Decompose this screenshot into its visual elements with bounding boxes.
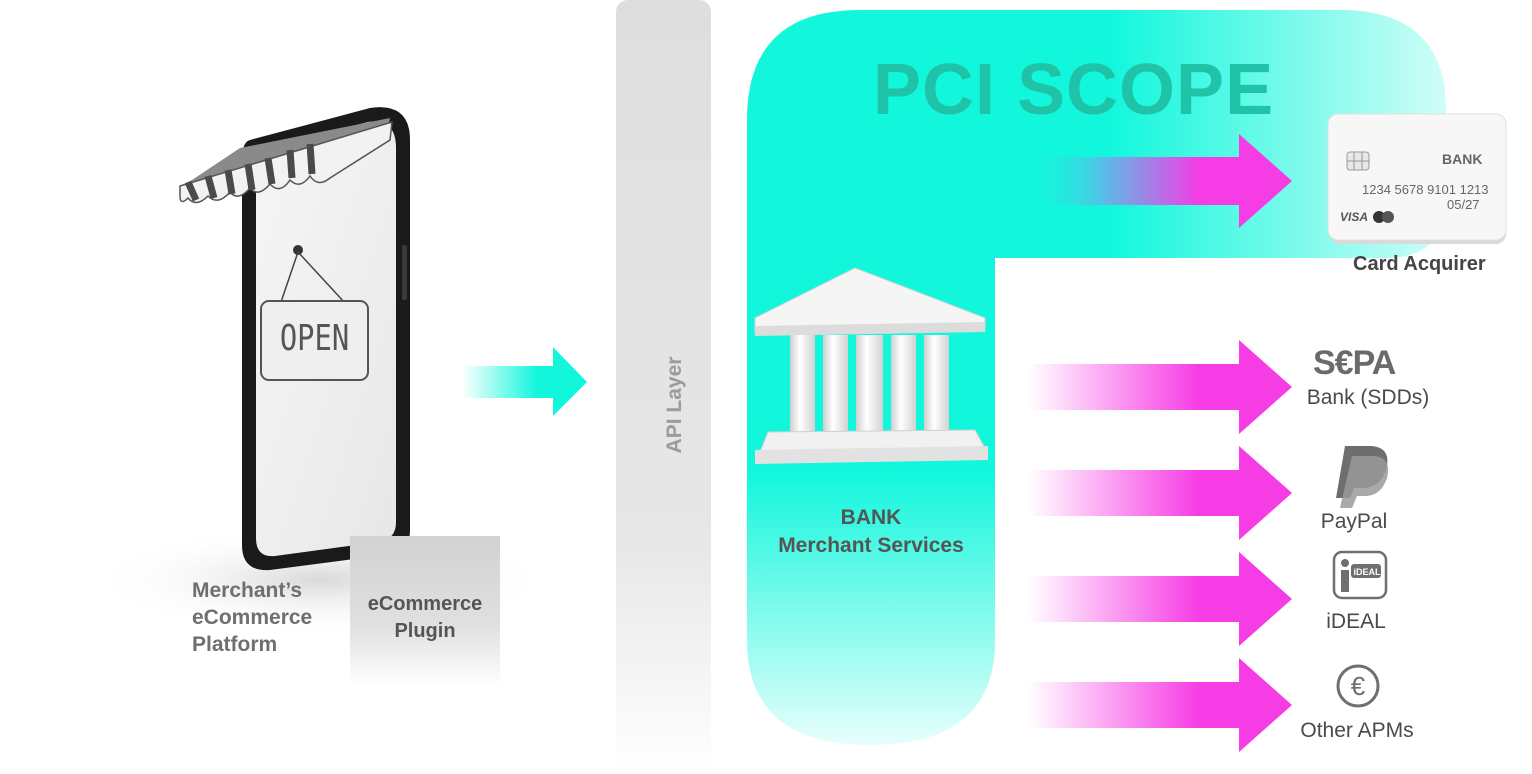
apm-label-paypal: PayPal xyxy=(1320,510,1388,533)
card-number: 1234 5678 9101 1213 xyxy=(1362,182,1489,197)
arrow-to-ideal xyxy=(1028,552,1292,646)
plugin-line-2: Plugin xyxy=(394,620,456,642)
plugin-box xyxy=(350,536,500,686)
pci-scope-title: PCI SCOPE xyxy=(873,50,1275,130)
ideal-icon xyxy=(1332,550,1388,600)
api-layer-label-wrap: API Layer xyxy=(663,330,687,480)
arrow-to-paypal xyxy=(1028,446,1292,540)
apm-label-sepa: Bank (SDDs) xyxy=(1306,386,1430,409)
apm-label-other: Other APMs xyxy=(1300,719,1414,742)
euro-icon xyxy=(1336,664,1380,708)
open-sign xyxy=(260,300,369,381)
awning-icon xyxy=(179,118,393,204)
card-expiry: 05/27 xyxy=(1447,197,1480,212)
phone-illustration xyxy=(179,107,410,571)
merchant-platform-label: Merchant’s eCommerce Platform xyxy=(192,577,312,658)
bank-label-line-1: BANK xyxy=(840,506,902,529)
arrow-to-card-acquirer xyxy=(1028,134,1292,228)
apm-label-ideal: iDEAL xyxy=(1326,610,1386,633)
arrow-to-other-apms xyxy=(1028,658,1292,752)
euro-symbol: € xyxy=(1350,671,1366,701)
pci-scope-band xyxy=(747,10,1446,300)
card-network: VISA xyxy=(1340,210,1369,224)
bank-label-line-2: Merchant Services xyxy=(778,534,964,557)
bank-merchant-services-label: BANK Merchant Services xyxy=(760,504,982,560)
open-sign-text: OPEN xyxy=(279,318,350,359)
merchant-platform-line-2: eCommerce xyxy=(192,606,313,629)
plugin-line-1: eCommerce xyxy=(367,593,483,615)
apm-arrows xyxy=(1028,340,1292,752)
paypal-icon xyxy=(1336,446,1389,508)
arrow-to-api xyxy=(462,347,587,416)
bank-card xyxy=(1327,113,1507,244)
api-layer-bar xyxy=(616,0,711,774)
merchant-platform-line-3: Platform xyxy=(192,633,278,656)
arrow-to-sepa xyxy=(1028,340,1292,434)
api-layer-label: API Layer xyxy=(663,356,686,454)
bank-building-icon xyxy=(754,267,988,464)
merchant-platform-line-1: Merchant’s xyxy=(192,579,303,602)
sepa-icon: S€PA xyxy=(1313,344,1396,382)
plugin-label: eCommerce Plugin xyxy=(350,591,500,645)
mastercard-icon xyxy=(1373,211,1385,223)
card-acquirer-label: Card Acquirer xyxy=(1353,253,1486,275)
ideal-logo-text: iDEAL xyxy=(1353,567,1381,577)
card-bank-name: BANK xyxy=(1442,151,1483,167)
